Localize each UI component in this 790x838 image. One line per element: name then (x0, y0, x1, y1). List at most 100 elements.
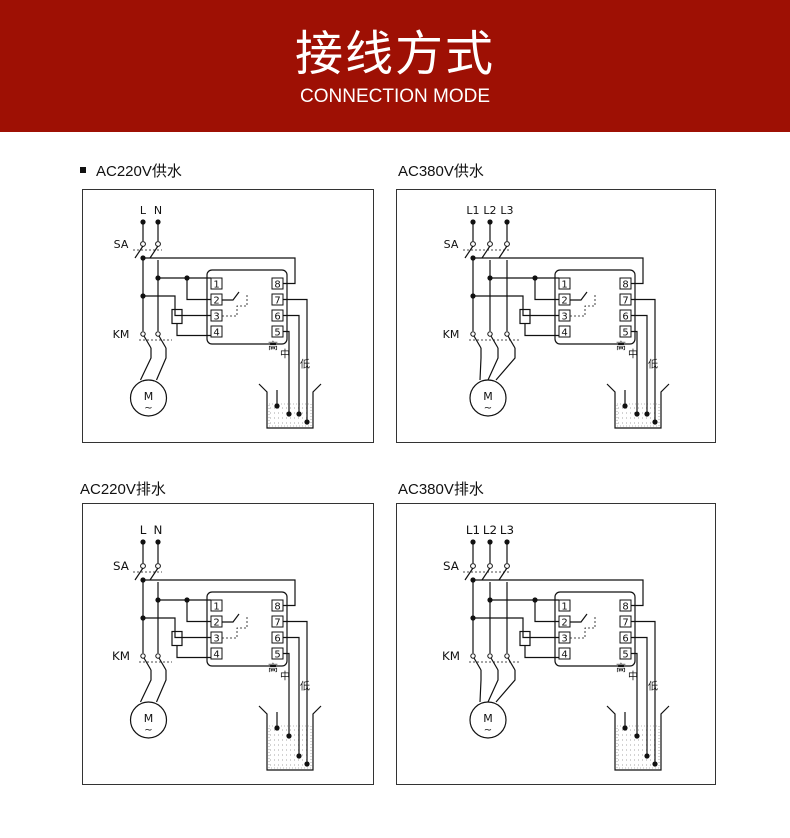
relay-contact (570, 613, 588, 623)
switch-blade (149, 245, 159, 259)
controller-box (554, 269, 636, 345)
contactor-label-km: KM (442, 649, 460, 663)
junction-dot (155, 597, 161, 603)
water-level-fill (268, 725, 312, 769)
supply-label-l1: L1 (466, 523, 480, 537)
motor-ac-symbol: ~ (144, 725, 152, 736)
motor-wire (479, 670, 482, 703)
terminal-left-4 (210, 325, 223, 338)
switch-blade (464, 245, 474, 259)
probe-tip (622, 403, 628, 409)
wire-to-terminal-3 (143, 295, 211, 317)
probe-tip (274, 403, 280, 409)
terminal-left-label: 1 (561, 280, 567, 291)
terminal-left-label: 1 (213, 280, 219, 291)
terminal-right-label: 6 (274, 634, 280, 645)
probe-tip (296, 753, 302, 759)
terminal-right-label: 5 (622, 328, 628, 339)
terminal-left-label: 2 (561, 296, 567, 307)
contactor-blade (158, 657, 167, 671)
wire-to-terminal-3 (143, 617, 211, 639)
probe-tip (304, 761, 310, 767)
motor-wire (479, 348, 482, 381)
probe-wire-6 (631, 314, 648, 414)
motor-wire (139, 670, 152, 703)
level-label-high: 高 (616, 662, 626, 675)
junction-dot (470, 255, 476, 261)
junction-dot (184, 275, 190, 281)
contactor-contact (487, 331, 493, 337)
relay-contact (570, 291, 588, 301)
contactor-contact (140, 653, 146, 659)
switch-contact (155, 241, 161, 247)
motor-ac-symbol: ~ (484, 725, 492, 736)
motor-label: M (483, 390, 493, 403)
switch-label-sa: SA (443, 559, 460, 573)
motor-ac-symbol: ~ (484, 403, 492, 414)
junction-dot (470, 577, 476, 583)
probe-tip (652, 761, 658, 767)
motor-label: M (144, 712, 154, 725)
supply-label-l: L (140, 204, 147, 217)
caption-text: AC220V供水 (96, 163, 182, 180)
level-label-mid: 中 (280, 348, 290, 361)
terminal-left-label: 1 (213, 602, 219, 613)
relay-dashed (222, 616, 248, 639)
header-banner: 接线方式 CONNECTION MODE (0, 0, 790, 132)
contactor-blade (143, 657, 152, 671)
terminal-right-label: 8 (274, 602, 280, 613)
caption-ac220-supply: AC220V供水 (80, 160, 182, 181)
supply-label-l3: L3 (500, 523, 514, 537)
terminal-left-label: 4 (213, 650, 219, 661)
probe-wire-5 (631, 652, 638, 736)
caption-text: AC220V排水 (80, 481, 166, 498)
junction-dot (532, 275, 538, 281)
switch-contact (487, 563, 493, 569)
terminal-right-label: 6 (622, 312, 628, 323)
junction-dot (140, 577, 146, 583)
contactor-coil (171, 630, 183, 647)
terminal-left-label: 2 (213, 618, 219, 629)
probe-wire-7 (631, 620, 656, 764)
switch-blade (134, 567, 144, 581)
water-tank (258, 705, 322, 771)
switch-label-sa: SA (113, 559, 130, 573)
motor-circle (469, 701, 507, 739)
contactor-contact (155, 331, 161, 337)
switch-blade (464, 567, 474, 581)
motor-circle (129, 701, 168, 739)
bullet-icon (80, 167, 86, 174)
contactor-contact (470, 331, 476, 337)
terminal-left-label: 2 (213, 296, 219, 307)
supply-label-l1: L1 (466, 204, 479, 217)
probe-wire-5 (283, 652, 290, 736)
probe-tip (304, 419, 310, 425)
contactor-contact (470, 653, 476, 659)
motor-circle (129, 379, 168, 417)
motor-wire (495, 348, 516, 381)
probe-wire-7 (283, 620, 308, 764)
contactor-coil (171, 308, 183, 325)
coil-to-terminal-4 (176, 645, 211, 659)
junction-dot (140, 293, 146, 299)
terminal-left-label: 4 (561, 328, 567, 339)
motor-ac-symbol: ~ (144, 403, 152, 414)
level-label-mid: 中 (628, 670, 638, 683)
probe-tip (286, 411, 292, 417)
motor-wire (495, 670, 516, 703)
supply-label-l2: L2 (483, 204, 496, 217)
motor-wire (487, 670, 499, 703)
contactor-label-km: KM (443, 328, 460, 341)
water-tank (606, 705, 670, 771)
coil-to-terminal-4 (176, 323, 211, 337)
junction-dot (487, 597, 493, 603)
switch-contact (504, 563, 510, 569)
terminal-left-label: 3 (213, 312, 219, 323)
motor-wire (155, 348, 167, 381)
caption-text: AC380V供水 (398, 163, 484, 180)
contactor-blade (490, 335, 499, 349)
